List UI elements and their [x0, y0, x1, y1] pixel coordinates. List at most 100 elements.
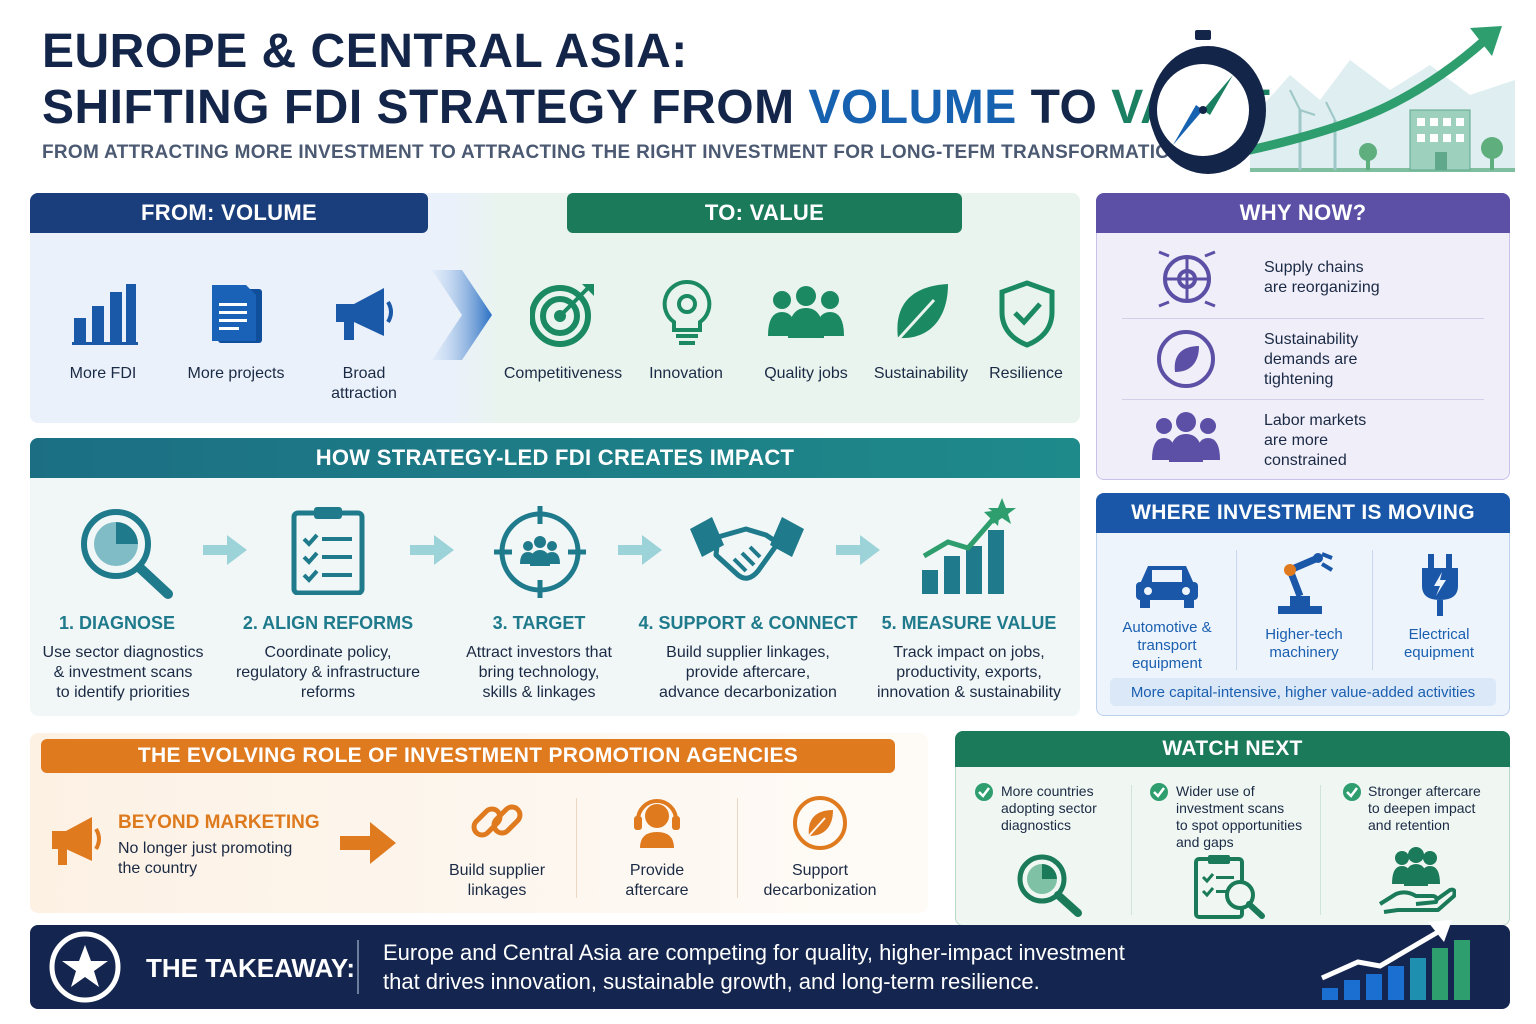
lightbulb-icon — [661, 278, 713, 350]
ipa-item-line: linkages — [467, 882, 527, 899]
beyond-marketing-title: BEYOND MARKETING — [118, 812, 320, 833]
takeaway-line: that drives innovation, sustainable grow… — [383, 969, 1040, 994]
step-title-target: 3. TARGET — [492, 613, 586, 633]
where-item-line: machinery — [1269, 644, 1339, 661]
plug-icon — [1420, 552, 1460, 618]
hand-people-icon — [1376, 846, 1456, 916]
to-item-innovation: Innovation — [649, 365, 723, 382]
why-divider — [1122, 399, 1484, 400]
step-desc-line: Attract investors that — [466, 644, 612, 661]
growth-arrow-icon — [1245, 35, 1490, 155]
ipa-item-line: Build supplier — [448, 862, 546, 879]
rising-bars-icon — [1318, 918, 1474, 1002]
to-item-resilience: Resilience — [989, 365, 1063, 382]
transition-arrow-icon — [432, 270, 494, 360]
beyond-line: the country — [118, 860, 198, 877]
step-desc-line: reforms — [300, 684, 356, 701]
document-icon — [210, 283, 266, 345]
clipboard-search-icon — [1194, 853, 1266, 919]
ipa-item-aftercare: Provide aftercare — [582, 861, 732, 901]
title-prefix: SHIFTING FDI STRATEGY FROM — [42, 81, 809, 134]
from-item-more-projects: More projects — [187, 365, 285, 382]
step-arrow-icon — [618, 533, 662, 567]
why-divider — [1122, 318, 1484, 319]
why-item-labor-markets: Labor markets are more constrained — [1264, 411, 1366, 471]
step-desc-line: to identify priorities — [56, 684, 190, 701]
leaf-circle-icon — [791, 794, 849, 852]
where-item-line: Electrical — [1408, 626, 1470, 643]
where-footer: More capital-intensive, higher value-add… — [1110, 678, 1496, 706]
step-desc-line: & investment scans — [53, 664, 193, 681]
watch-heading: WATCH NEXT — [955, 731, 1510, 767]
step-title-measure: 5. MEASURE VALUE — [881, 613, 1057, 633]
from-item-broad-attraction: Broad attraction — [289, 364, 439, 404]
to-item-quality-jobs: Quality jobs — [764, 365, 848, 382]
magnifier-chart-icon — [1014, 851, 1082, 917]
growth-chart-icon — [918, 496, 1022, 596]
from-heading: FROM: VOLUME — [30, 193, 428, 233]
watch-line: Stronger aftercare — [1368, 783, 1481, 799]
step-desc-diagnose: Use sector diagnostics& investment scans… — [13, 643, 233, 703]
headset-icon — [628, 792, 686, 850]
why-item-line: Supply chains — [1264, 259, 1364, 276]
building-icon — [1409, 109, 1471, 171]
hero-illustration — [1130, 20, 1515, 180]
step-desc-line: regulatory & infrastructure — [235, 664, 421, 681]
where-item-line: equipment — [1131, 655, 1203, 672]
leaf-icon — [890, 282, 952, 346]
step-desc-line: bring technology, — [478, 664, 600, 681]
why-item-line: are reorganizing — [1264, 279, 1380, 296]
people-icon — [766, 286, 846, 340]
watch-divider — [1131, 785, 1132, 915]
how-strategy-panel — [30, 438, 1080, 716]
magnifier-chart-icon — [78, 506, 174, 600]
step-desc-line: advance decarbonization — [659, 684, 837, 701]
watch-line: to spot opportunities — [1176, 817, 1303, 833]
to-heading: TO: VALUE — [567, 193, 962, 233]
ipa-item-line: decarbonization — [763, 882, 877, 899]
title-volume: VOLUME — [808, 81, 1017, 134]
watch-line: adopting sector — [1001, 800, 1097, 816]
shield-icon — [998, 280, 1056, 348]
takeaway-divider — [357, 940, 359, 994]
watch-line: More countries — [1001, 783, 1094, 799]
tree-icon — [1359, 137, 1503, 170]
step-desc-line: productivity, exports, — [896, 664, 1042, 681]
why-item-supply-chains: Supply chains are reorganizing — [1264, 258, 1380, 298]
why-item-line: Labor markets — [1264, 412, 1367, 429]
step-desc-line: Coordinate policy, — [264, 644, 392, 661]
to-item-competitiveness: Competitiveness — [503, 365, 623, 382]
step-arrow-icon — [410, 533, 454, 567]
why-item-line: Sustainability — [1264, 331, 1359, 348]
arrow-right-icon — [340, 822, 396, 864]
to-item-sustainability: Sustainability — [873, 365, 969, 382]
watch-line: and retention — [1368, 817, 1450, 833]
handshake-icon — [688, 515, 806, 591]
step-desc-line: Build supplier linkages, — [666, 644, 830, 661]
crosshair-people-icon — [492, 504, 588, 600]
star-badge-icon — [46, 929, 124, 1005]
watch-line: and gaps — [1176, 834, 1234, 850]
watch-line: Wider use of — [1176, 783, 1255, 799]
check-circle-icon — [975, 783, 993, 801]
page-title-line2: SHIFTING FDI STRATEGY FROM VOLUME TO VAL… — [42, 80, 1273, 135]
takeaway-line: Europe and Central Asia are competing fo… — [383, 940, 1125, 965]
why-item-line: constrained — [1264, 452, 1347, 469]
ipa-divider — [737, 798, 738, 898]
ipa-item-line: aftercare — [625, 882, 689, 899]
why-item-line: are more — [1264, 432, 1329, 449]
step-desc-line: innovation & sustainability — [876, 684, 1062, 701]
ipa-item-line: Provide — [629, 862, 685, 879]
where-divider — [1372, 550, 1373, 670]
where-item-line: transport — [1137, 637, 1197, 654]
chain-link-icon — [468, 792, 526, 850]
